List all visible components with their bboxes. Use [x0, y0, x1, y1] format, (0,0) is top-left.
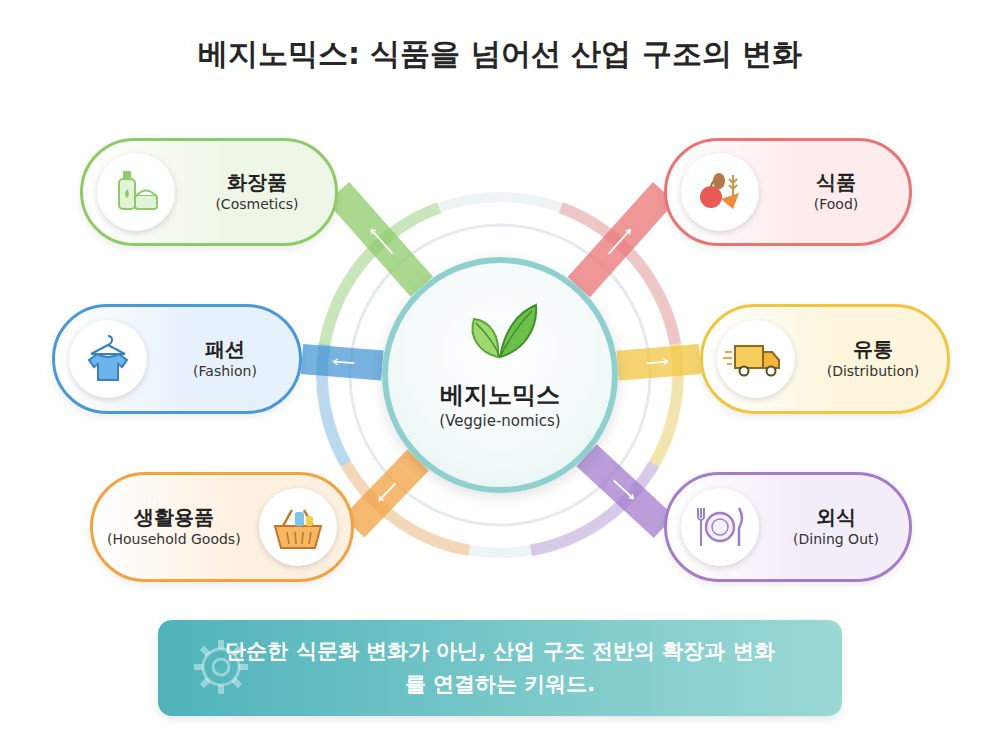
connector-band	[587, 455, 664, 527]
industry-pill: 식품(Food)	[664, 138, 912, 246]
text-column: 생활용품(Household Goods)	[93, 504, 245, 550]
edge-group-item	[302, 359, 382, 365]
industry-icon	[259, 488, 337, 566]
icon-badge	[717, 320, 795, 398]
connector-arrow	[372, 230, 393, 254]
node-heading: 생활용품	[134, 504, 214, 530]
diagram-title: 베지노믹스: 식품을 넘어선 산업 구조의 변화	[0, 34, 1000, 75]
node-heading: 외식	[816, 504, 856, 530]
industry-pill: 화장품(Cosmetics)	[80, 138, 338, 246]
connector-arrow	[614, 480, 633, 498]
icon-badge	[69, 320, 147, 398]
text-column: 외식(Dining Out)	[773, 504, 909, 550]
node-heading: 화장품	[227, 169, 287, 195]
industry-pill: 패션(Fashion)	[52, 304, 302, 414]
node-subtitle: (Fashion)	[193, 362, 257, 382]
text-column: 식품(Food)	[773, 169, 909, 215]
edge-group-item	[579, 192, 664, 287]
industry-pill: 유통(Distribution)	[700, 304, 950, 414]
leaf-icon	[460, 297, 540, 361]
connector-arrow	[609, 230, 630, 254]
text-column: 유통(Distribution)	[809, 336, 947, 382]
node-subtitle: (Cosmetics)	[215, 195, 298, 215]
edge-group-item	[354, 460, 419, 527]
industry-pill: 외식(Dining Out)	[664, 472, 912, 582]
node-subtitle: (Household Goods)	[107, 530, 241, 550]
industry-icon	[681, 153, 759, 231]
industry-pill: 생활용품(Household Goods)	[90, 472, 354, 582]
icon-badge	[97, 153, 175, 231]
connector-arrow	[334, 362, 354, 364]
industry-icon	[717, 320, 795, 398]
node-subtitle: (Food)	[814, 195, 859, 215]
node-heading: 식품	[816, 169, 856, 195]
hub-circle: 베지노믹스(Veggie-nomics)	[382, 257, 618, 493]
caption-band: 단순한 식문화 변화가 아닌, 산업 구조 전반의 확장과 변화를 연결하는 키…	[158, 620, 842, 716]
industry-icon	[681, 488, 759, 566]
connector-band	[302, 359, 382, 365]
edge-group-item	[618, 359, 700, 366]
node-heading: 단순한 식문화 변화가 아닌, 산업 구조 전반의 확장과 변화를 연결하는 키…	[220, 635, 780, 700]
edge-group	[302, 192, 700, 527]
connector-band	[579, 192, 664, 287]
text-column: 패션(Fashion)	[161, 336, 299, 382]
node-subtitle: (Veggie-nomics)	[439, 411, 560, 432]
industry-icon	[97, 153, 175, 231]
icon-badge	[259, 488, 337, 566]
node-subtitle: (Distribution)	[827, 362, 920, 382]
industry-icon	[69, 320, 147, 398]
icon-badge	[681, 153, 759, 231]
node-subtitle: (Dining Out)	[793, 530, 879, 550]
icon-badge	[681, 488, 759, 566]
connector-arrow	[379, 483, 395, 500]
edge-group-item	[587, 455, 664, 527]
connector-band	[618, 359, 700, 366]
connector-band	[354, 460, 419, 527]
edge-group-item	[338, 192, 422, 287]
node-heading: 패션	[205, 336, 245, 362]
text-column: 화장품(Cosmetics)	[189, 169, 335, 215]
connector-arrow	[646, 362, 667, 364]
node-heading: 베지노믹스	[440, 380, 560, 411]
connector-band	[338, 192, 422, 287]
node-heading: 유통	[853, 336, 893, 362]
